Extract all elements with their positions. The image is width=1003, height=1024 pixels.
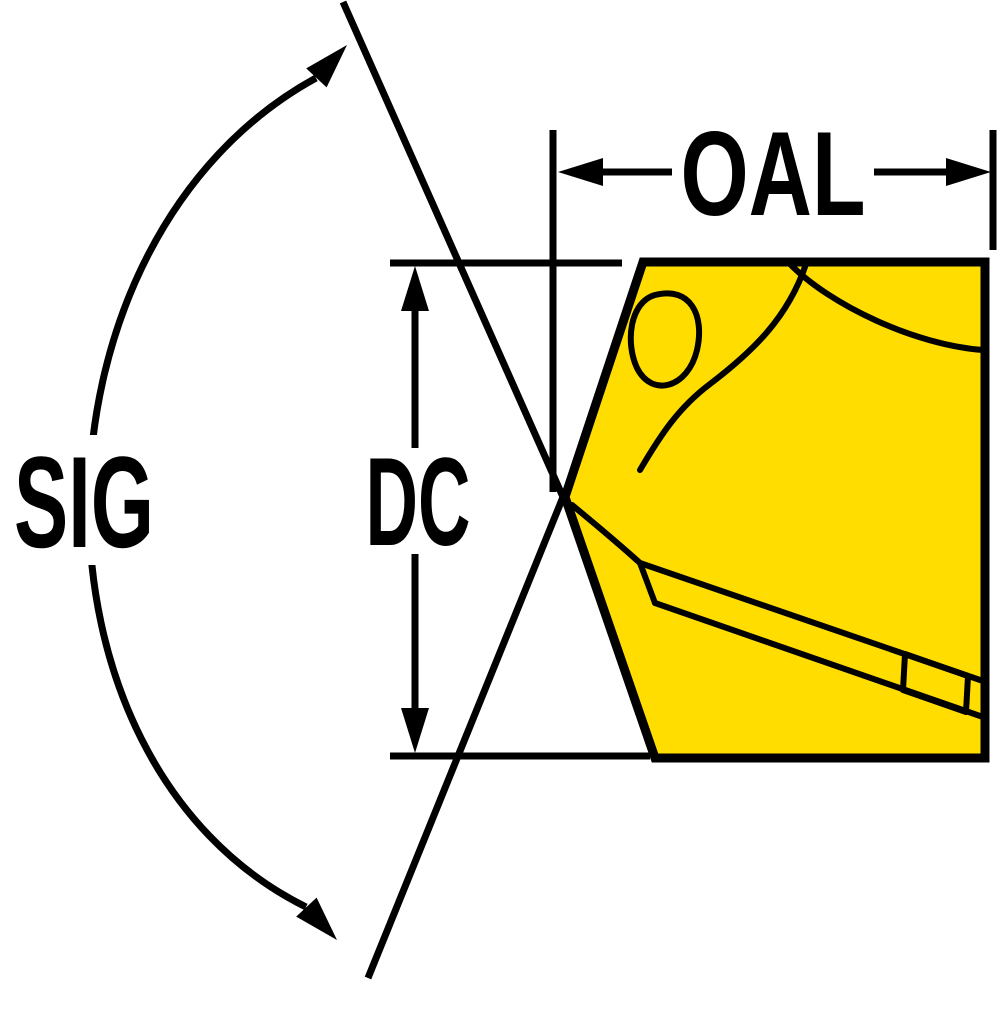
oal-label: OAL [681,107,866,241]
insert-band-notch [900,651,971,715]
sig-arc-arrowhead-top [306,45,347,88]
insert-corner-curve [787,261,986,353]
dc-arrowhead-down [401,708,429,753]
insert-band-end-line [637,560,658,606]
insert-flute-curve [637,261,809,473]
sig-arc-arrowhead-bottom [296,897,337,940]
point-angle-line-upper [339,0,567,499]
sig-label-background [2,435,164,565]
sig-label: SIG [14,429,154,575]
insert-gash-oval [627,290,703,389]
dc-arrowhead-up [401,266,429,311]
dc-label-background [358,450,478,554]
point-angle-line-lower [364,495,567,980]
dc-label: DC [366,433,471,572]
oal-arrowhead-left [558,158,603,186]
oal-arrowhead-right [946,158,991,186]
insert-edge-curve [569,502,643,566]
